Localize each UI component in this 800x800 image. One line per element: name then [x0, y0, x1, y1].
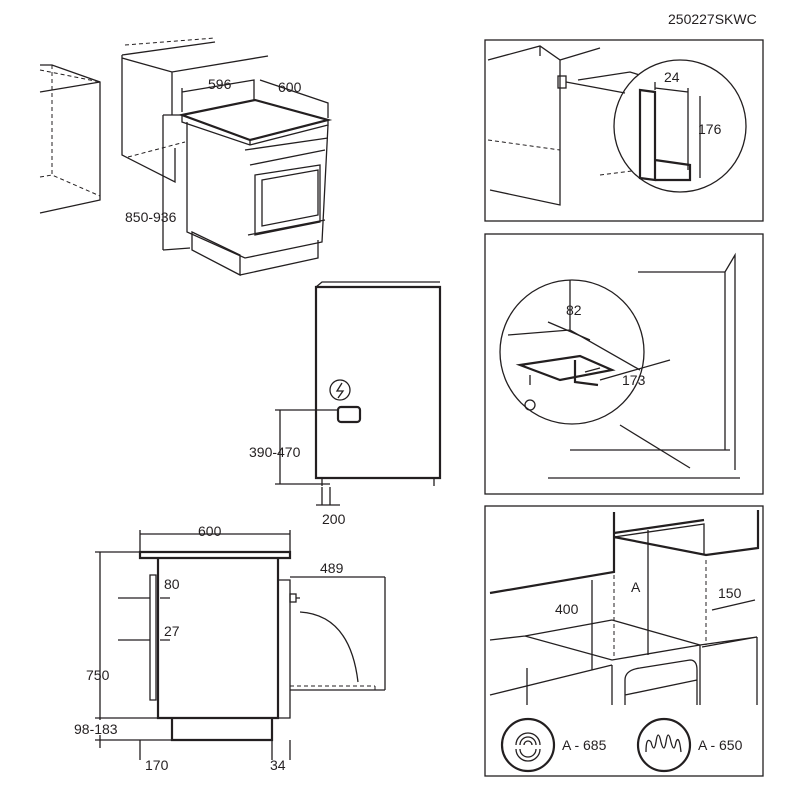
handle-b-label: 27: [164, 623, 180, 639]
side-height-label: 750: [86, 667, 110, 683]
bracket-height-label: 176: [698, 121, 722, 137]
gas-hob-icon: [500, 717, 556, 773]
handle-a-label: 80: [164, 576, 180, 592]
antitilt-length-label: 82: [566, 302, 582, 318]
cabinet-width-label: 596: [208, 76, 232, 92]
plinth-label: 98-183: [74, 721, 118, 737]
socket-position-view: 390-470 200: [249, 281, 442, 527]
side-dimension-view: 600 489 80 27 750 98-183 170 34: [74, 523, 386, 773]
anti-tilt-view: 82 173: [484, 233, 764, 495]
cabinet-height-label: 850-936: [125, 209, 177, 225]
socket-height-label: 390-470: [249, 444, 301, 460]
wall-bracket-view: 24 176: [484, 39, 764, 222]
bottom-offset-label: 170: [145, 757, 169, 773]
document-code: 250227SKWC: [668, 11, 757, 27]
gas-hob-label: A - 685: [562, 737, 607, 753]
side-width-label: 600: [198, 523, 222, 539]
min-height-label: 400: [555, 601, 579, 617]
electric-hob-icon: [636, 717, 692, 773]
variable-a-label: A: [631, 579, 641, 595]
door-depth-label: 489: [320, 560, 344, 576]
cabinet-depth-label: 600: [278, 79, 302, 95]
cabinet-iso-view: 596 600 850-936: [39, 37, 333, 277]
electric-hob-label: A - 650: [698, 737, 743, 753]
socket-offset-label: 200: [322, 511, 346, 527]
bracket-width-label: 24: [664, 69, 680, 85]
antitilt-offset-label: 173: [622, 372, 646, 388]
hood-clearance-view: 400 A 150 A - 685 A - 650: [484, 505, 764, 777]
side-gap-label: 150: [718, 585, 742, 601]
rear-gap-label: 34: [270, 757, 286, 773]
